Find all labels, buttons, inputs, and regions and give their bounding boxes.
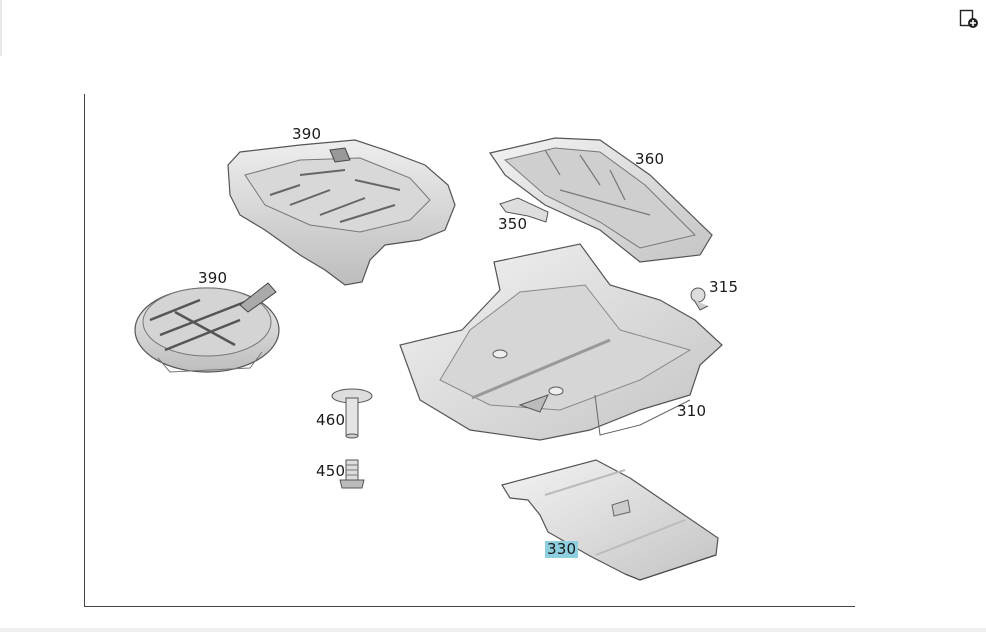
callout-390-round-kit[interactable]: 390 <box>198 269 228 287</box>
toolbar <box>0 0 986 58</box>
part-460-mounting-bolt[interactable] <box>331 388 373 439</box>
part-450-fastener[interactable] <box>339 459 365 489</box>
side-panel-edge <box>0 0 2 56</box>
add-to-list-icon <box>959 9 978 28</box>
callout-330-highlighted[interactable]: 330 <box>545 540 579 558</box>
part-360-trim-tray[interactable] <box>489 137 713 263</box>
part-330-floor-panel[interactable] <box>501 459 719 581</box>
part-350-bracket[interactable] <box>499 197 549 223</box>
callout-310[interactable]: 310 <box>677 402 707 420</box>
callout-315[interactable]: 315 <box>709 278 739 296</box>
callout-450[interactable]: 450 <box>316 462 346 480</box>
callout-460[interactable]: 460 <box>316 411 346 429</box>
part-390-tool-tray[interactable] <box>227 139 456 286</box>
callout-360[interactable]: 360 <box>635 150 665 168</box>
bottom-scrollbar[interactable] <box>0 628 986 632</box>
part-315-clip[interactable] <box>690 287 709 311</box>
diagram-frame <box>84 94 855 607</box>
callout-350[interactable]: 350 <box>498 215 528 233</box>
add-to-list-button[interactable] <box>958 8 980 30</box>
part-310-trunk-liner[interactable] <box>399 243 723 441</box>
callout-390-tool-tray[interactable]: 390 <box>292 125 322 143</box>
part-390-round-tool-kit[interactable] <box>134 282 280 373</box>
